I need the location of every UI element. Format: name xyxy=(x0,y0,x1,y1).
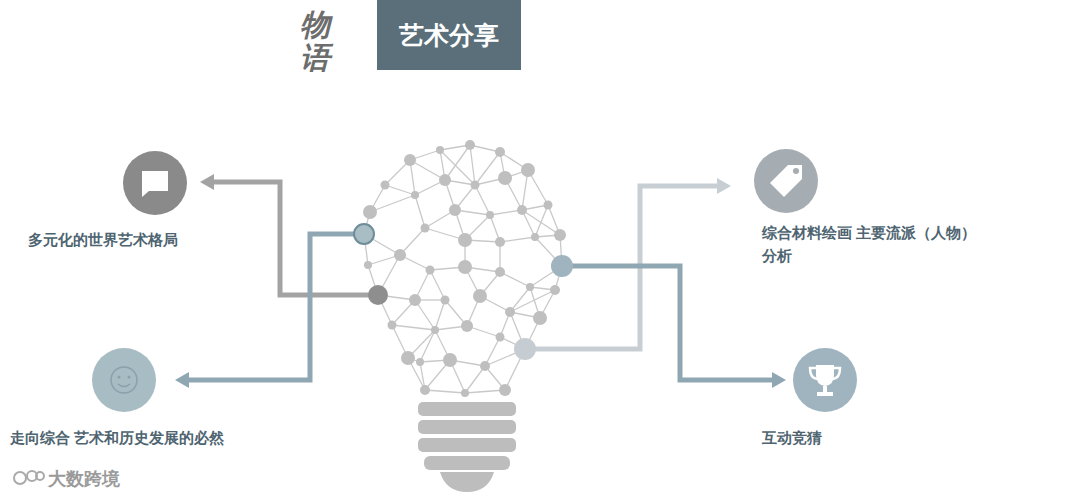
mesh-line xyxy=(445,145,470,180)
mesh-line xyxy=(370,195,415,212)
mesh-dot xyxy=(363,205,377,219)
mesh-dot xyxy=(449,204,461,216)
mesh-dot xyxy=(533,311,547,325)
mesh-line xyxy=(500,272,530,287)
mesh-dot xyxy=(458,260,472,274)
mesh-line xyxy=(385,185,415,195)
mesh-dot xyxy=(364,261,372,269)
icon-node: 走向综合 艺术和历史发展的必然 xyxy=(6,346,229,451)
mesh-dot xyxy=(431,326,439,334)
mesh-dot xyxy=(471,181,480,190)
mesh-line xyxy=(430,270,445,300)
mesh-dot xyxy=(416,358,424,366)
watermark-logo xyxy=(14,471,44,484)
mesh-line xyxy=(410,160,445,180)
icon-circle xyxy=(123,151,187,215)
mesh-line xyxy=(535,205,548,237)
mesh-dot xyxy=(498,171,512,185)
mesh-dot xyxy=(436,146,444,154)
mesh-dot xyxy=(550,285,560,295)
mesh-dot xyxy=(411,191,419,199)
mesh-line xyxy=(465,366,485,393)
mesh-dot xyxy=(531,233,539,241)
mesh-dot xyxy=(496,333,505,342)
mesh-dot xyxy=(388,321,397,330)
mesh-dot xyxy=(495,237,505,247)
mesh-dot xyxy=(480,361,490,371)
mesh-dot xyxy=(554,229,566,241)
mesh-dot xyxy=(421,224,430,233)
icon-circle xyxy=(754,149,818,213)
icon-circle xyxy=(793,348,857,412)
mesh-dot xyxy=(499,384,511,396)
mesh-line xyxy=(392,325,435,330)
mesh-dot xyxy=(441,296,450,305)
mesh-line xyxy=(420,330,435,362)
mesh-dot xyxy=(473,289,487,303)
mesh-line xyxy=(415,195,425,228)
mesh-dot xyxy=(495,147,505,157)
node-label: 多元化的世界艺术格局 xyxy=(28,228,178,251)
mesh-dot xyxy=(461,389,469,397)
mesh-dot xyxy=(401,351,415,365)
bulb-mesh xyxy=(359,140,566,397)
mesh-line xyxy=(465,390,505,393)
mesh-dot xyxy=(381,181,390,190)
mesh-line xyxy=(470,145,475,185)
mesh-dot xyxy=(544,201,553,210)
key-dots xyxy=(354,224,573,360)
mesh-dot xyxy=(461,320,473,332)
mesh-line xyxy=(435,300,445,330)
mesh-dot xyxy=(495,267,505,277)
mesh-dot xyxy=(394,249,406,261)
icon-circle xyxy=(92,348,156,412)
mesh-line xyxy=(440,150,475,185)
node-label: 走向综合 艺术和历史发展的必然 xyxy=(10,426,224,449)
mesh-dot xyxy=(404,154,416,166)
mesh-dot xyxy=(505,307,515,317)
mesh-dot xyxy=(521,163,535,177)
mesh-dot xyxy=(458,233,472,247)
mesh-line xyxy=(425,390,465,393)
mesh-line xyxy=(510,290,555,312)
mesh-line xyxy=(475,185,490,215)
bulb-base xyxy=(418,402,516,492)
mesh-dot xyxy=(486,211,494,219)
icon-node: 多元化的世界艺术格局 xyxy=(24,148,191,253)
mesh-dot xyxy=(420,385,430,395)
logo-text: 物语 xyxy=(300,8,330,74)
mesh-dot xyxy=(426,266,435,275)
mesh-dot xyxy=(443,353,457,367)
icon-node: 综合材料绘画 主要流派（人物）分析 xyxy=(750,148,981,269)
mesh-line xyxy=(500,237,535,242)
arrow-lines xyxy=(175,174,786,388)
mesh-dot xyxy=(517,205,527,215)
mesh-dot xyxy=(409,294,421,306)
mesh-dot xyxy=(526,283,534,291)
node-label: 综合材料绘画 主要流派（人物）分析 xyxy=(762,221,977,267)
watermark: 大数跨境 xyxy=(48,467,120,491)
icon-node: 互动竞猜 xyxy=(755,346,861,451)
mesh-dot xyxy=(465,140,475,150)
title-banner: 艺术分享 xyxy=(377,0,521,70)
node-label: 互动竞猜 xyxy=(762,426,822,449)
mesh-dot xyxy=(439,174,451,186)
